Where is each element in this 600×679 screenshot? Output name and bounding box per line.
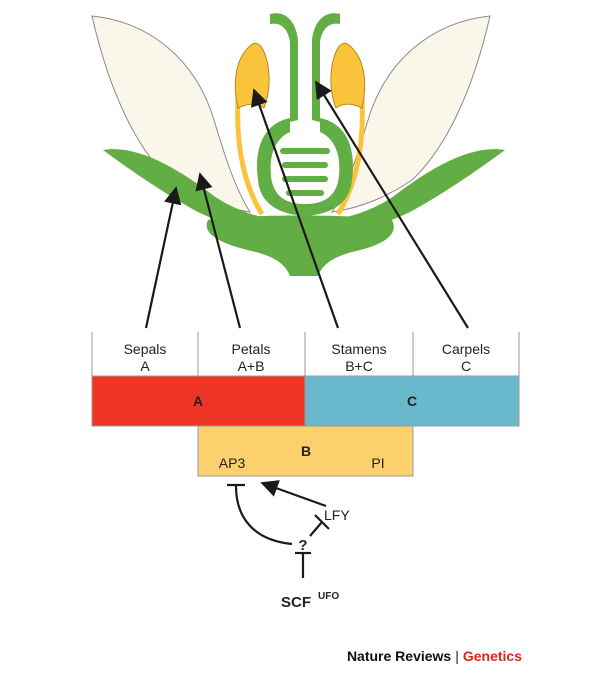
whorl-table: Sepals A Petals A+B Stamens B+C Carpels …	[91, 332, 520, 376]
right-petal	[331, 15, 491, 213]
left-stamen-filament	[235, 97, 265, 216]
right-stamen-filament	[335, 97, 365, 216]
left-anther	[234, 42, 270, 109]
b-class-label: B	[301, 443, 311, 459]
stamen-pointer-arrow	[250, 88, 340, 329]
unknown-regulator-label: ?	[298, 537, 307, 554]
whorl-name-carpels: Carpels	[442, 341, 490, 357]
journal-name: Nature Reviews	[346, 648, 452, 664]
scf-label: SCF	[281, 594, 311, 611]
carpel-left-style	[270, 13, 298, 123]
flower-illustration	[91, 13, 505, 276]
regulatory-network	[227, 480, 330, 578]
gene-class-regions: A C B AP3 PI	[91, 375, 520, 477]
whorl-genes-petals: A+B	[238, 358, 265, 374]
whorl-genes-sepals: A	[140, 358, 150, 374]
journal-credit: Nature Reviews|Genetics	[347, 648, 522, 664]
whorl-name-sepals: Sepals	[124, 341, 167, 357]
c-class-region	[304, 375, 520, 427]
lfy-activates-ap3-arrow	[260, 480, 327, 508]
pi-gene-label: PI	[371, 455, 384, 471]
b-class-region	[197, 425, 414, 477]
receptacle	[206, 215, 394, 276]
a-class-label: A	[193, 393, 203, 409]
c-class-label: C	[407, 393, 417, 409]
ufo-superscript-label: UFO	[318, 591, 339, 602]
whorl-name-stamens: Stamens	[331, 341, 386, 357]
unknown-represses-lfy-link	[309, 521, 323, 537]
whorl-name-petals: Petals	[232, 341, 271, 357]
whorl-genes-carpels: C	[461, 358, 471, 374]
journal-section: Genetics	[462, 648, 522, 664]
ovules	[280, 148, 330, 196]
credit-separator: |	[455, 648, 459, 664]
lfy-label: LFY	[324, 507, 350, 523]
ap3-gene-label: AP3	[219, 455, 246, 471]
right-sepal	[318, 149, 505, 232]
left-petal	[91, 15, 251, 213]
a-class-region	[91, 375, 306, 427]
whorl-genes-stamens: B+C	[345, 358, 373, 374]
right-anther	[330, 42, 366, 109]
lfy-repression-bar	[314, 514, 330, 530]
whorl-pointers	[144, 80, 469, 329]
petal-pointer-arrow	[195, 172, 242, 329]
unknown-represses-ap3-link	[234, 485, 293, 546]
sepal-pointer-arrow	[144, 186, 182, 329]
carpel-pointer-arrow	[315, 80, 469, 329]
